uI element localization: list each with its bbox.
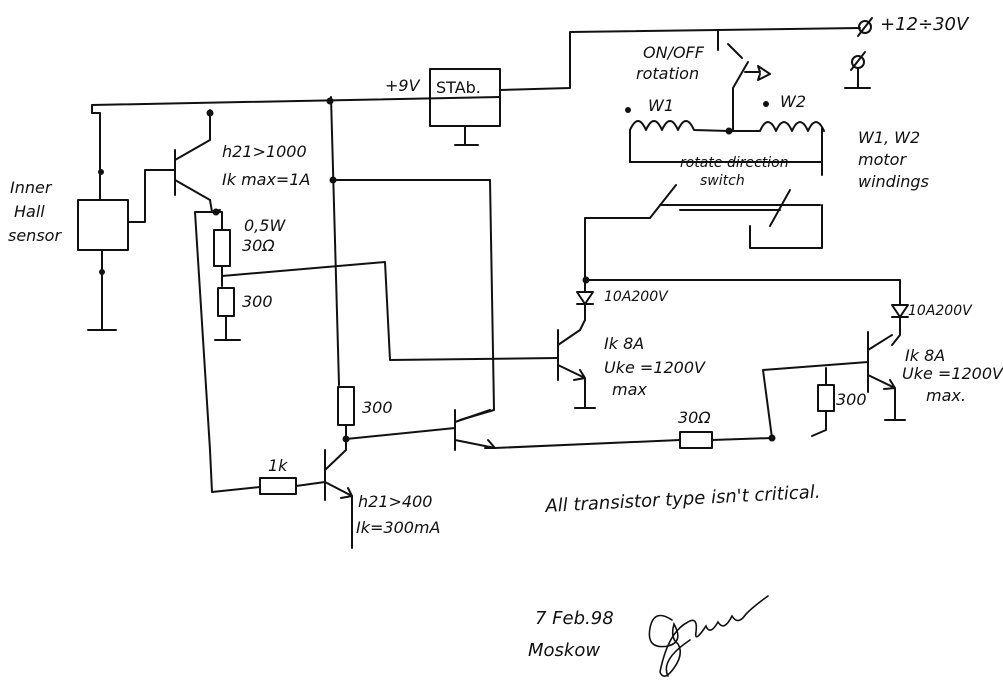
rotate-switch-label-line1: rotate direction bbox=[680, 155, 789, 171]
t1-collector-node bbox=[206, 109, 214, 117]
t1-h21-label: h21>1000 bbox=[222, 142, 307, 161]
onoff-switch bbox=[717, 29, 749, 109]
plus9v-rail bbox=[91, 96, 501, 114]
hall-node-top bbox=[98, 169, 104, 175]
hall-supply bbox=[91, 112, 101, 201]
t2-ik-label: Ik=300mA bbox=[356, 518, 441, 537]
signature-drawing bbox=[648, 595, 769, 677]
supply-rail bbox=[499, 27, 861, 91]
hall-label-line3: sensor bbox=[8, 226, 62, 245]
onoff-label-line1: ON/OFF bbox=[643, 43, 704, 62]
t3-uke-label: Uke =1200V bbox=[604, 358, 705, 377]
resistor-300-a-label: 300 bbox=[242, 292, 273, 311]
windings-label-line2: motor bbox=[858, 150, 907, 169]
t4-ik-label: Ik 8A bbox=[905, 346, 946, 365]
rotate-switch-contacts bbox=[649, 184, 821, 227]
city-label: Moskow bbox=[528, 640, 601, 661]
hall-output bbox=[127, 169, 176, 223]
supply-label: +12÷30V bbox=[880, 14, 969, 35]
t3-max-label: max bbox=[612, 380, 647, 399]
resistor-30ohm-b bbox=[679, 431, 713, 449]
transistor-t5 bbox=[345, 409, 496, 451]
transistor-t1 bbox=[174, 109, 211, 201]
center-top-node bbox=[326, 97, 334, 105]
resistor-1k-label: 1k bbox=[268, 456, 288, 475]
resistor-300-c-leads bbox=[811, 367, 827, 437]
w2-polarity-dot bbox=[763, 101, 769, 107]
t3-base-wire bbox=[221, 261, 559, 361]
diode-1-label: 10A200V bbox=[604, 289, 668, 305]
diode-1 bbox=[576, 279, 594, 331]
resistor-30ohm-b-lead bbox=[711, 437, 773, 441]
winding-leads bbox=[629, 127, 823, 176]
supply-terminal bbox=[858, 20, 872, 34]
transistor-t4 bbox=[867, 331, 896, 406]
w2-label: W2 bbox=[780, 92, 806, 111]
t5-collector-wire bbox=[332, 179, 495, 421]
windings-label-line3: windings bbox=[858, 172, 929, 191]
resistor-300-b bbox=[337, 386, 355, 426]
hall-sensor-block bbox=[77, 199, 129, 251]
diode-2-label: 10A200V bbox=[908, 303, 972, 319]
resistor-30ohm bbox=[213, 229, 231, 267]
resistor-1k bbox=[259, 477, 297, 495]
divider-ground bbox=[214, 315, 241, 341]
rotate-switch-label-line2: switch bbox=[700, 173, 745, 189]
right-bottom-node bbox=[768, 434, 776, 442]
resistor-300-b-label: 300 bbox=[362, 398, 393, 417]
hall-ground bbox=[87, 249, 117, 331]
hall-label-line1: Inner bbox=[10, 178, 52, 197]
resistor-30ohm-label: 30Ω bbox=[242, 236, 275, 255]
left-loop-wire bbox=[194, 211, 261, 493]
resistor-300-c bbox=[817, 384, 835, 412]
w1-polarity-dot bbox=[625, 107, 631, 113]
center-vertical bbox=[330, 96, 340, 386]
diode-rail bbox=[584, 279, 901, 299]
supply-terminal-mark bbox=[857, 17, 873, 37]
windings-label-line1: W1, W2 bbox=[858, 128, 921, 147]
stab-label: STAb. bbox=[436, 78, 481, 97]
diode-2 bbox=[891, 297, 909, 346]
transistor-t3 bbox=[557, 329, 586, 396]
t3-ik-label: Ik 8A bbox=[604, 334, 645, 353]
stab-ground bbox=[454, 125, 479, 146]
resistor-300-a bbox=[217, 287, 235, 317]
ground-terminal-lead bbox=[844, 51, 871, 89]
resistor-1k-lead bbox=[295, 481, 326, 487]
transistor-t2 bbox=[324, 444, 353, 549]
hall-label-line2: Hall bbox=[14, 202, 45, 221]
t2-h21-label: h21>400 bbox=[358, 492, 433, 511]
motor-windings bbox=[629, 120, 825, 132]
rotate-switch-wiring bbox=[584, 204, 823, 281]
date-label: 7 Feb.98 bbox=[535, 608, 614, 629]
resistor-300-c-label: 300 bbox=[836, 390, 867, 409]
t4-uke-label: Uke =1200V bbox=[902, 364, 1003, 383]
t4-max-label: max. bbox=[926, 386, 966, 405]
t1-ik-label: Ik max=1A bbox=[222, 170, 311, 189]
resistor-30ohm-b-label: 30Ω bbox=[678, 408, 711, 427]
plus9v-label: +9V bbox=[385, 76, 420, 95]
onoff-label-line2: rotation bbox=[636, 64, 700, 83]
resistor-power-label: 0,5W bbox=[244, 216, 286, 235]
switch-arrow bbox=[744, 65, 771, 81]
t5-output-wire bbox=[494, 439, 681, 449]
w1-label: W1 bbox=[648, 96, 674, 115]
t4-base-wire bbox=[762, 361, 869, 439]
